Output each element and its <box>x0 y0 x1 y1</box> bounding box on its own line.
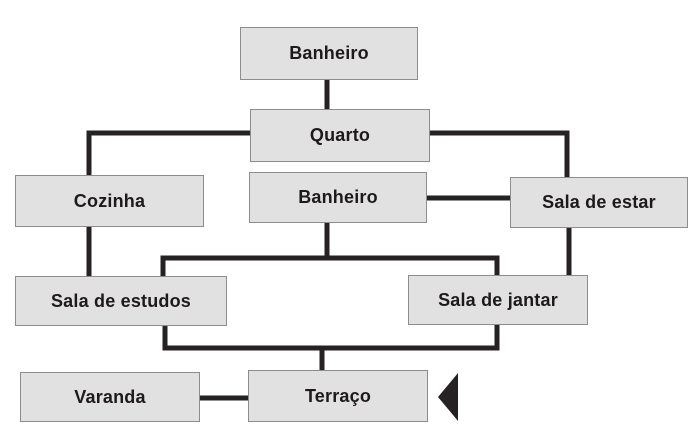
edge-estudos-jantar-rail <box>162 323 500 351</box>
edge-quarto-cozinha <box>86 130 251 177</box>
edge-branch-estudos-jantar <box>160 255 500 278</box>
node-banheiro-mid: Banheiro <box>249 172 427 223</box>
node-label: Terraço <box>304 385 372 406</box>
node-label: Banheiro <box>289 43 369 63</box>
node-sala-de-estudos: Sala de estudos <box>15 276 227 326</box>
node-banheiro-top: Banheiro <box>240 27 418 80</box>
node-quarto: Quarto <box>250 109 430 162</box>
node-label: Sala de estar <box>542 192 656 212</box>
node-cozinha: Cozinha <box>15 175 204 227</box>
node-label: Sala de estudos <box>50 290 192 311</box>
node-label: Sala de jantar <box>438 289 558 310</box>
node-terraco: Terraço <box>248 370 428 422</box>
node-sala-de-estar: Sala de estar <box>510 177 688 228</box>
edge-quarto-sala-de-estar <box>429 130 570 179</box>
node-sala-de-jantar: Sala de jantar <box>408 275 588 325</box>
node-varanda: Varanda <box>20 372 200 422</box>
node-label: Quarto <box>309 125 371 145</box>
node-label: Cozinha <box>73 190 146 211</box>
left-triangle-icon <box>438 373 458 421</box>
node-label: Varanda <box>74 386 146 407</box>
node-label: Banheiro <box>298 187 378 207</box>
